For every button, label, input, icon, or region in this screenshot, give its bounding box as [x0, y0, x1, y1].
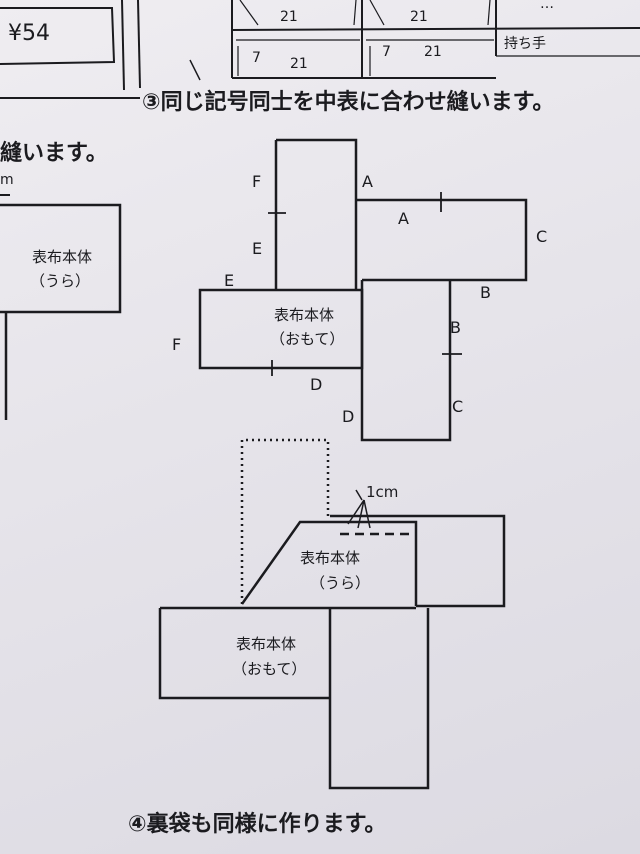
letter-b-side: B — [450, 318, 461, 337]
letter-d-side: D — [342, 407, 354, 426]
step3-heading: ③同じ記号同士を中表に合わせ縫います。 — [142, 89, 554, 115]
front-side-label: （おもて） — [232, 660, 306, 678]
center-panel — [198, 288, 364, 370]
front-side-label: （おもて） — [270, 330, 344, 348]
outer-body-label: 表布本体 — [236, 635, 296, 653]
bottom-panel — [360, 280, 452, 442]
table-cell: 21 — [410, 9, 428, 25]
right-folded-panel — [330, 514, 506, 608]
folded-pattern-diagram: 1cm 表布本体 （うら） 表布本体 （おもて） — [158, 438, 506, 790]
outer-body-label: 表布本体 — [300, 549, 360, 567]
folded-panel-outline — [240, 438, 330, 604]
frame-line — [189, 59, 201, 81]
price-text: ¥54 — [8, 21, 50, 46]
outer-body-label: 表布本体 — [32, 248, 92, 266]
table-cell: … — [540, 0, 554, 12]
bottom-folded-panel — [328, 608, 430, 790]
step4-heading: ④裏袋も同様に作ります。 — [128, 811, 386, 837]
back-side-label: （うら） — [30, 272, 90, 290]
table-cell: 7 — [252, 50, 261, 66]
measurement-table: 21 21 7 21 7 21 持ち手 … — [231, 0, 640, 79]
previous-step-text: 縫います。 — [0, 140, 108, 166]
frame-line — [121, 0, 125, 91]
table-cell: 21 — [290, 56, 308, 72]
outer-body-label: 表布本体 — [274, 306, 334, 324]
table-cell: 21 — [424, 44, 442, 60]
letter-a-right: A — [362, 172, 373, 191]
letter-f-top: F — [252, 172, 261, 191]
letter-c-bottom: C — [452, 397, 463, 416]
letter-a-inner: A — [398, 209, 409, 228]
back-body-panel — [240, 520, 418, 606]
front-body-panel — [158, 606, 416, 700]
table-cell: 21 — [280, 9, 298, 25]
letter-f-left: F — [172, 335, 181, 354]
table-cell-handle: 持ち手 — [504, 36, 546, 52]
one-cm-label: 1cm — [366, 483, 398, 501]
previous-margin-text: m — [0, 172, 14, 188]
letter-d-bottom: D — [310, 375, 322, 394]
frame-line — [137, 0, 141, 89]
letter-e-left: E — [224, 271, 234, 290]
letter-c-right: C — [536, 227, 547, 246]
table-cell: 7 — [382, 44, 391, 60]
header-area: ¥54 21 21 7 21 7 21 持ち手 … — [0, 0, 640, 99]
letter-b-top: B — [480, 283, 491, 302]
letter-e-top: E — [252, 239, 262, 258]
cross-pattern-diagram: F A A C E E B B F D C D 表布本体 （おもて） — [172, 138, 547, 442]
previous-step-panel: 縫います。 m 表布本体 （うら） — [0, 140, 122, 420]
price-box — [0, 7, 116, 65]
back-side-label: （うら） — [310, 574, 370, 592]
top-panel — [276, 138, 358, 290]
